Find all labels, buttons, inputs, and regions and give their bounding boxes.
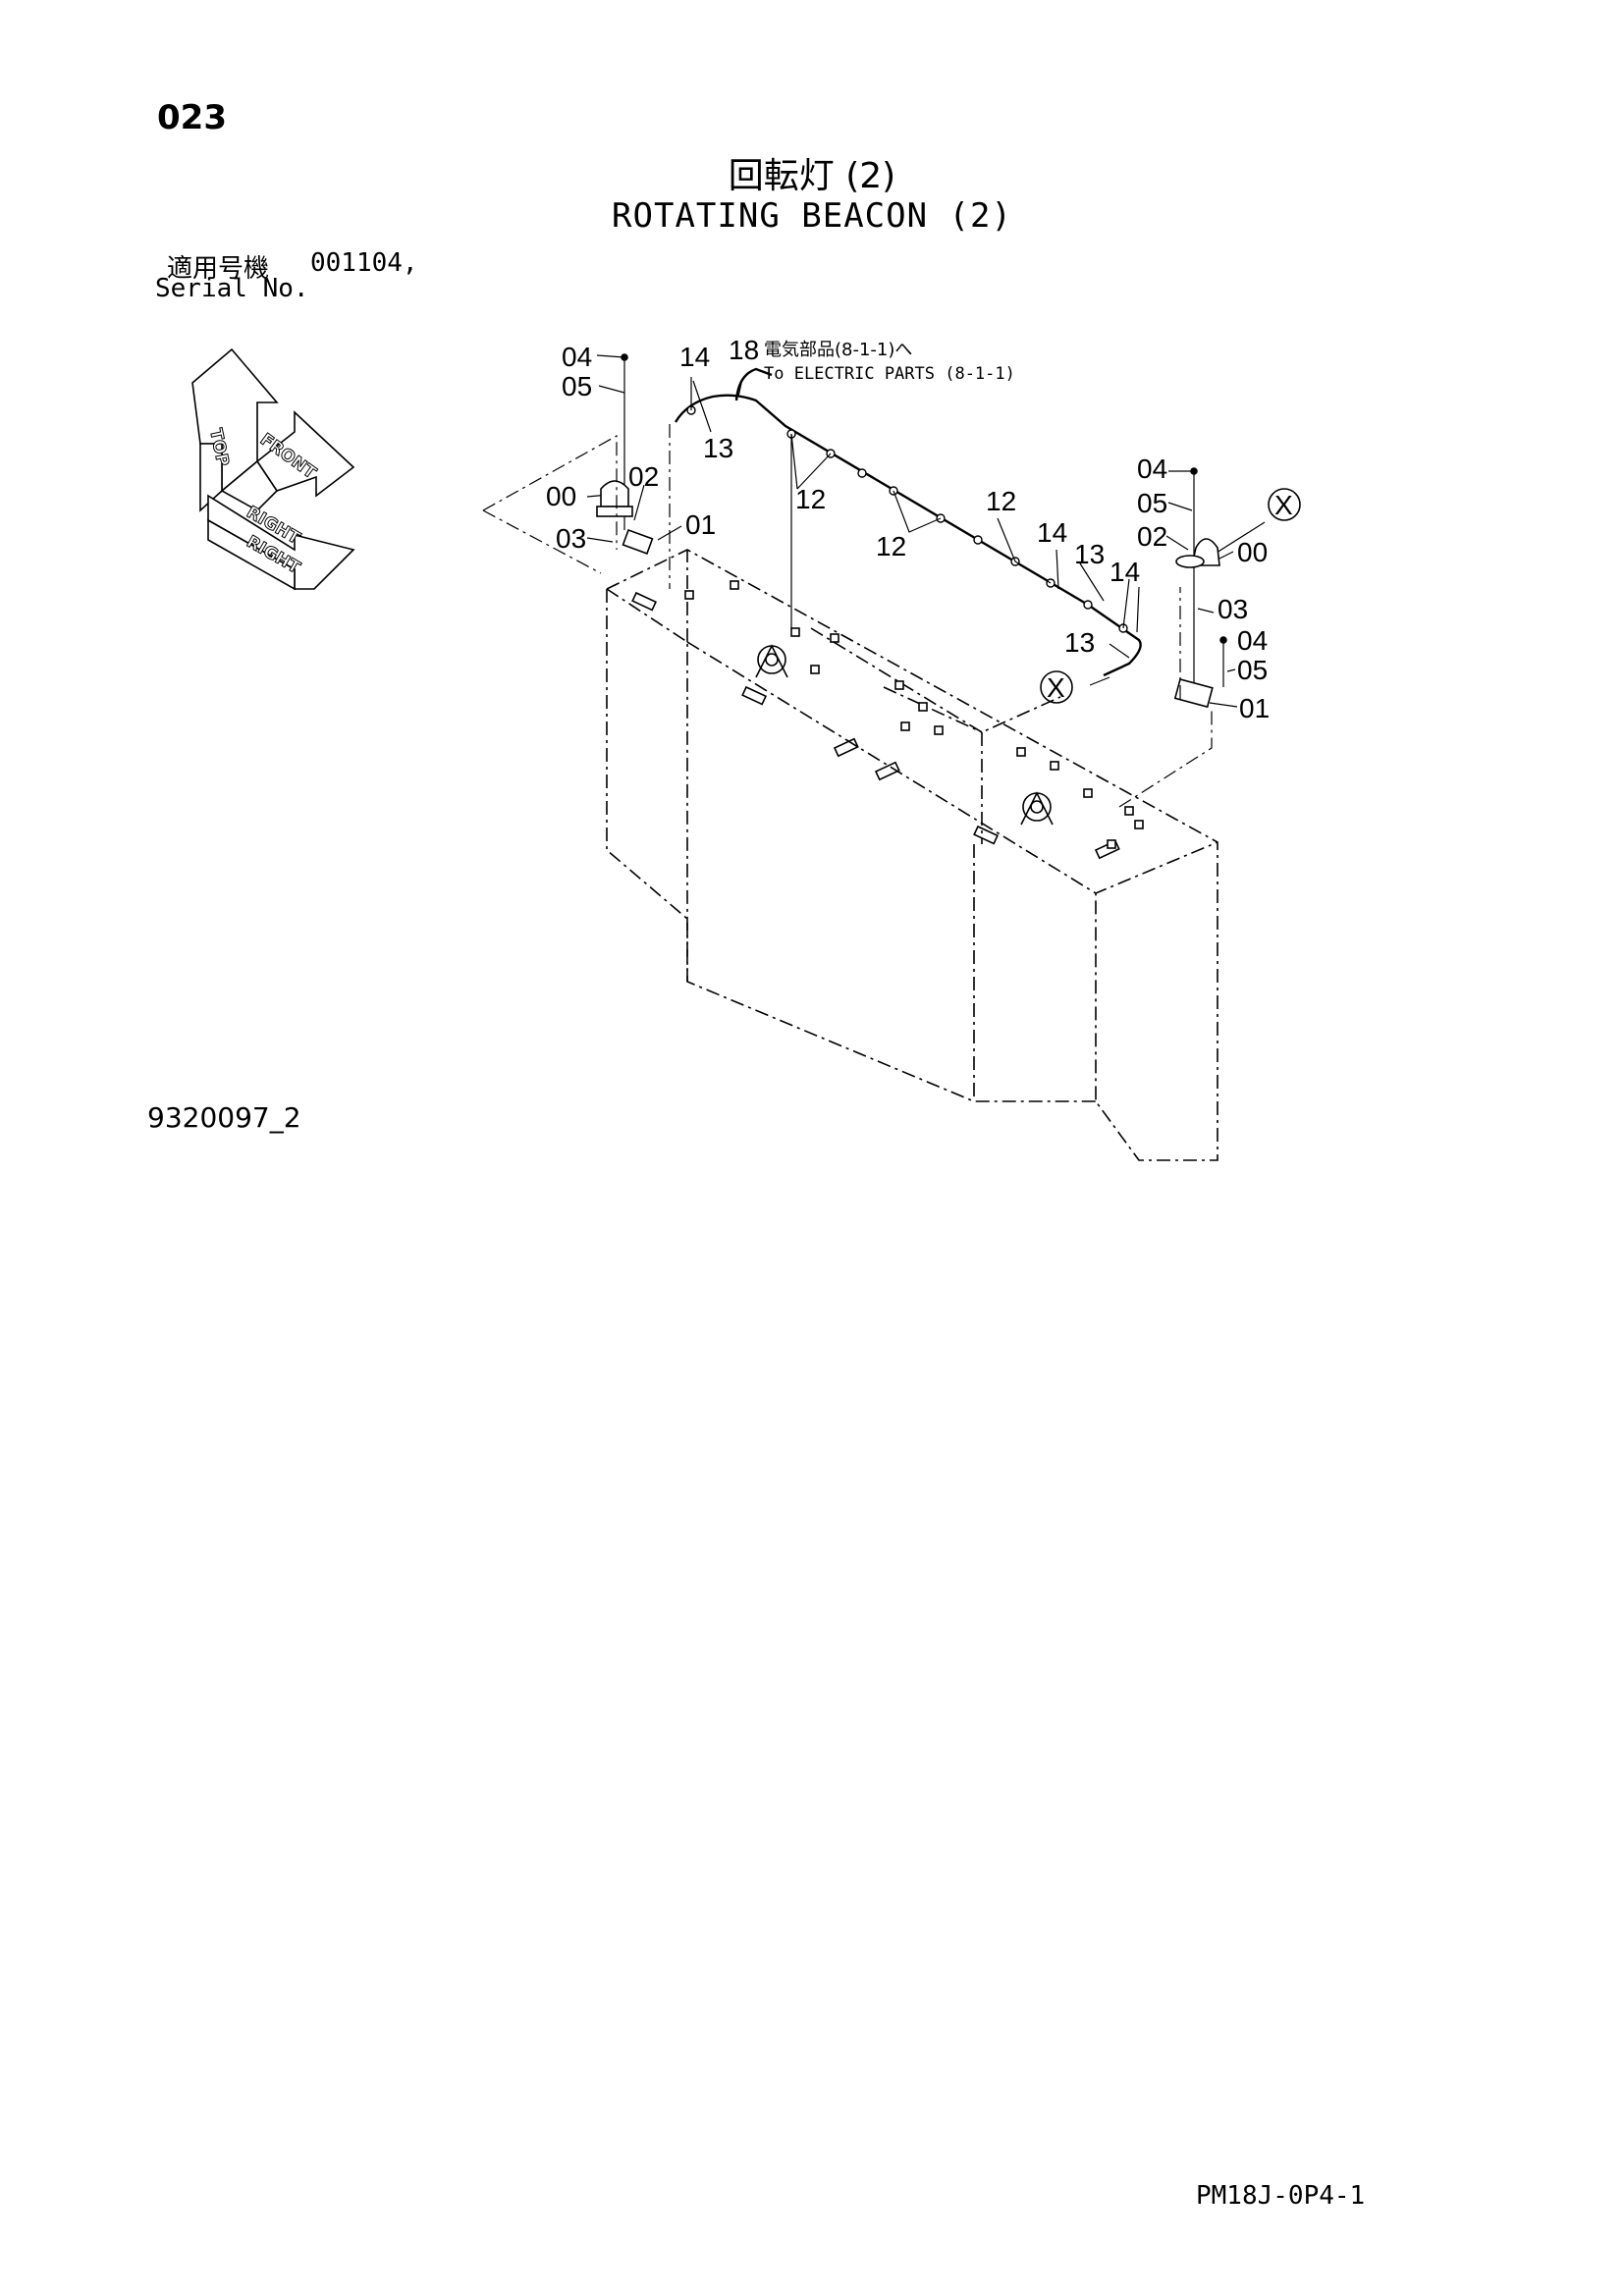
document-code: PM18J-0P4-1 xyxy=(1196,2181,1366,2211)
callout-02-left: 02 xyxy=(628,461,659,492)
callout-13-a: 13 xyxy=(703,433,733,463)
figure-code: 9320097_2 xyxy=(147,1101,301,1134)
reference-mark-x-left: X xyxy=(1047,672,1065,703)
callout-00-right: 00 xyxy=(1237,537,1268,567)
title-english: ROTATING BEACON (2) xyxy=(612,196,1012,236)
callout-14-b: 14 xyxy=(1037,517,1067,548)
wire-harness xyxy=(674,367,1142,677)
callout-05-right-low: 05 xyxy=(1237,655,1268,685)
serial-label-english: Serial No. xyxy=(155,274,309,303)
callout-14-c: 14 xyxy=(1110,557,1140,587)
callout-01-left: 01 xyxy=(685,509,716,540)
callout-04-right-top: 04 xyxy=(1137,454,1167,484)
title-japanese: 回転灯 (2) xyxy=(728,156,896,196)
callout-03-right: 03 xyxy=(1218,594,1248,624)
callout-12-b: 12 xyxy=(986,486,1016,516)
reference-mark-x-right: X xyxy=(1274,490,1293,520)
note-japanese: 電気部品(8-1-1)へ xyxy=(764,340,912,360)
callout-13-c: 13 xyxy=(1064,627,1095,658)
callout-labels: 04 05 00 02 03 01 14 18 13 12 12 12 14 1… xyxy=(546,335,1293,723)
reference-marks xyxy=(1040,488,1301,704)
counterweight-bolts xyxy=(684,580,1144,849)
serial-label-japanese: 適用号機 xyxy=(167,254,270,284)
callout-18: 18 xyxy=(729,335,759,365)
callout-04-right-low: 04 xyxy=(1237,625,1268,656)
orientation-indicator: TOP FRONT RIGHT RIGHT xyxy=(191,347,355,591)
callout-04-left: 04 xyxy=(562,342,592,372)
callout-12-a: 12 xyxy=(795,484,826,514)
right-rotating-beacon xyxy=(1173,538,1220,709)
callout-05-right-top: 05 xyxy=(1137,488,1167,518)
callout-01-right: 01 xyxy=(1239,693,1270,723)
callout-00-left: 00 xyxy=(546,481,576,511)
callout-03-left: 03 xyxy=(556,523,586,554)
assembly-lines xyxy=(482,424,1213,808)
serial-value: 001104, xyxy=(310,248,418,278)
harness-clips xyxy=(686,405,1128,633)
callout-13-b: 13 xyxy=(1074,539,1105,569)
callout-02-right: 02 xyxy=(1137,521,1167,552)
counterweight-body xyxy=(606,549,1218,1161)
callout-05-left: 05 xyxy=(562,371,592,401)
page-number: 023 xyxy=(157,98,227,137)
callout-14-a: 14 xyxy=(679,342,710,372)
counterweight-slots xyxy=(631,591,1120,860)
note-english: To ELECTRIC PARTS (8-1-1) xyxy=(764,364,1015,384)
callout-12-c: 12 xyxy=(876,531,906,561)
fastener-dots xyxy=(621,353,1227,644)
left-rotating-beacon xyxy=(596,480,654,555)
